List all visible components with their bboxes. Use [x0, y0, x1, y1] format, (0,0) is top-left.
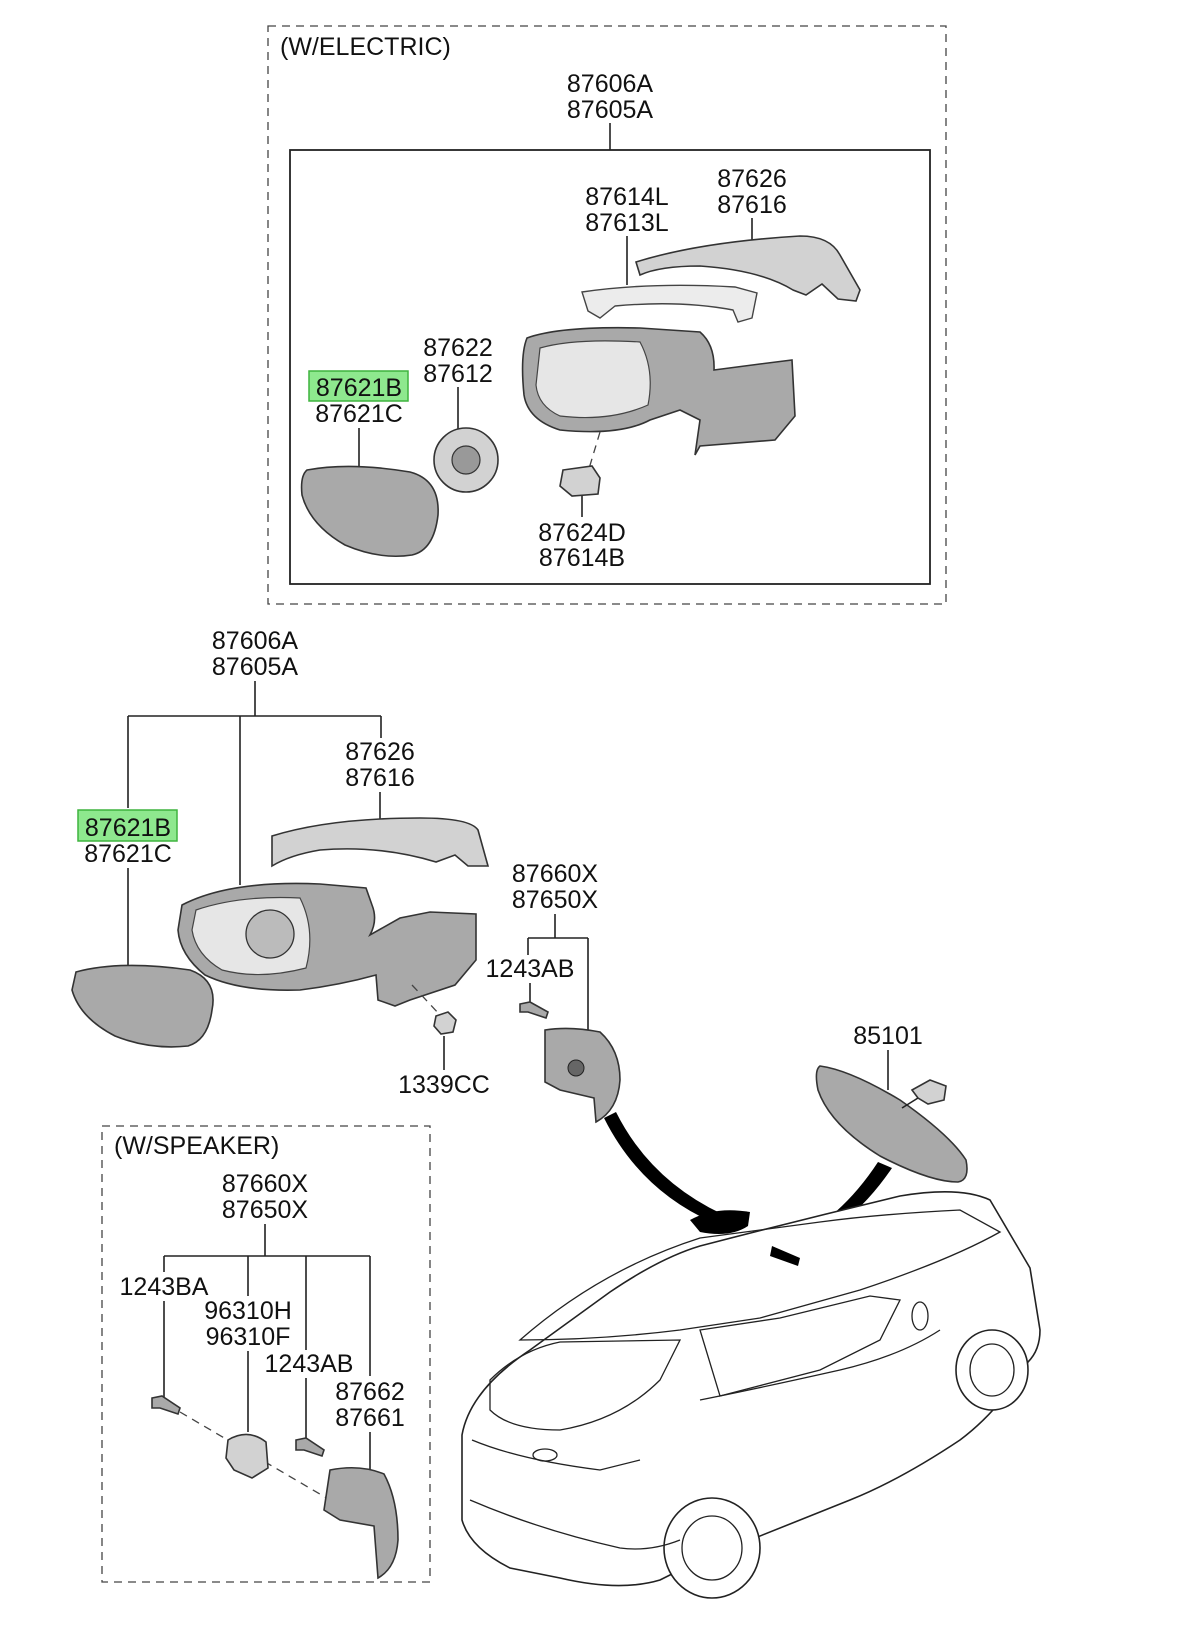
- vehicle-fuel-door: [911, 1301, 929, 1331]
- part-number-label[interactable]: 87613L: [585, 209, 669, 237]
- vehicle-roof: [518, 1209, 1002, 1341]
- vehicle-side-window: [699, 1295, 901, 1397]
- vehicle-illustration: [461, 1191, 1041, 1599]
- part-number-label[interactable]: 1243BA: [120, 1273, 209, 1301]
- part-number-label[interactable]: 87616: [717, 191, 787, 219]
- part-number-label[interactable]: 1243AB: [265, 1350, 354, 1378]
- vehicle-front-wheel: [955, 1329, 1029, 1411]
- part-number-label[interactable]: 87606A: [212, 627, 299, 655]
- mirror-actuator-visible: [245, 909, 295, 959]
- garnish-hole: [567, 1059, 585, 1077]
- side-repeater-lamp-part: [581, 284, 758, 323]
- dashed-assembly-line: [411, 984, 441, 1016]
- vehicle-tailgate-line: [471, 1439, 641, 1471]
- part-number-label[interactable]: 87606A: [567, 70, 654, 98]
- part-number-label[interactable]: 87614L: [585, 183, 669, 211]
- vehicle-inside-mirror-marker: [770, 1246, 800, 1266]
- part-number-label[interactable]: 87650X: [222, 1196, 309, 1224]
- vehicle-body: [461, 1191, 1041, 1587]
- mirror-actuator-hub: [451, 445, 481, 475]
- garnish-screw-part: [519, 1001, 549, 1020]
- part-number-label[interactable]: 87621C: [315, 400, 403, 428]
- mirror-cap-part: [271, 817, 490, 868]
- part-number-label-highlighted[interactable]: 87621B: [85, 814, 171, 842]
- part-number-label[interactable]: 87626: [345, 738, 415, 766]
- mirror-glass-part: [300, 465, 439, 558]
- part-number-label[interactable]: 87621C: [84, 840, 172, 868]
- part-number-label[interactable]: 87624D: [538, 519, 626, 547]
- part-number-label[interactable]: 1339CC: [398, 1071, 490, 1099]
- part-number-label[interactable]: 87605A: [212, 653, 299, 681]
- part-number-label[interactable]: 87605A: [567, 96, 654, 124]
- inside-mirror-part: [815, 1065, 968, 1183]
- speaker-cover-part: [323, 1466, 399, 1580]
- part-number-label[interactable]: 96310H: [204, 1297, 292, 1325]
- vehicle-door-line: [699, 1329, 941, 1401]
- part-number-label[interactable]: 1243AB: [486, 955, 575, 983]
- electric-group: (W/ELECTRIC) 87606A 87605A 87626 87616 8…: [267, 25, 947, 605]
- part-number-label[interactable]: 85101: [853, 1022, 923, 1050]
- electric-assembly-frame: [289, 149, 931, 585]
- speaker-screw-part: [295, 1437, 325, 1458]
- part-number-label[interactable]: 87626: [717, 165, 787, 193]
- mirror-motor-part: [559, 465, 601, 497]
- mirror-garnish-part: [544, 1027, 621, 1124]
- vehicle-rear-wheel-hub: [681, 1515, 743, 1581]
- highlight-box: [77, 809, 178, 842]
- electric-group-title: (W/ELECTRIC): [280, 33, 451, 61]
- electric-group-frame: [267, 25, 947, 605]
- vehicle-rear-wheel: [663, 1497, 761, 1599]
- callout-pointer: [786, 1162, 892, 1252]
- mirror-cap-part: [635, 235, 861, 302]
- speaker-group-title: (W/SPEAKER): [114, 1132, 279, 1160]
- speaker-group: (W/SPEAKER) 87660X 87650X 1243BA 96310H …: [101, 1125, 431, 1583]
- vehicle-bumper: [469, 1499, 681, 1550]
- part-number-label[interactable]: 87650X: [512, 886, 599, 914]
- part-number-label[interactable]: 87612: [423, 360, 493, 388]
- vehicle-emblem: [532, 1448, 558, 1462]
- speaker-part: [225, 1433, 269, 1479]
- part-number-label-highlighted[interactable]: 87621B: [316, 374, 402, 402]
- part-number-label[interactable]: 87662: [335, 1378, 405, 1406]
- part-number-label[interactable]: 87622: [423, 334, 493, 362]
- part-number-label[interactable]: 96310F: [206, 1323, 291, 1351]
- vehicle-rear-window: [489, 1339, 682, 1431]
- dashed-assembly-line: [587, 431, 601, 473]
- mirror-nut-part: [433, 1011, 457, 1035]
- mirror-housing-inner: [535, 340, 651, 419]
- inside-mirror-stem: [901, 1097, 919, 1109]
- part-number-label[interactable]: 87660X: [512, 860, 599, 888]
- part-number-label[interactable]: 87660X: [222, 1170, 309, 1198]
- speaker-screw-part: [151, 1395, 181, 1416]
- main-assembly-group: 87606A 87605A 87626 87616 87621B 87621C …: [71, 627, 968, 1252]
- highlight-box: [308, 370, 409, 402]
- part-number-label[interactable]: 87616: [345, 764, 415, 792]
- part-number-label[interactable]: 87614B: [539, 544, 625, 572]
- vehicle-mirror-marker: [690, 1210, 750, 1234]
- mirror-glass-part: [71, 964, 214, 1048]
- vehicle-front-wheel-hub: [969, 1343, 1015, 1397]
- part-number-label[interactable]: 87661: [335, 1404, 405, 1432]
- callout-pointer: [604, 1112, 722, 1222]
- inside-mirror-mount: [910, 1079, 947, 1105]
